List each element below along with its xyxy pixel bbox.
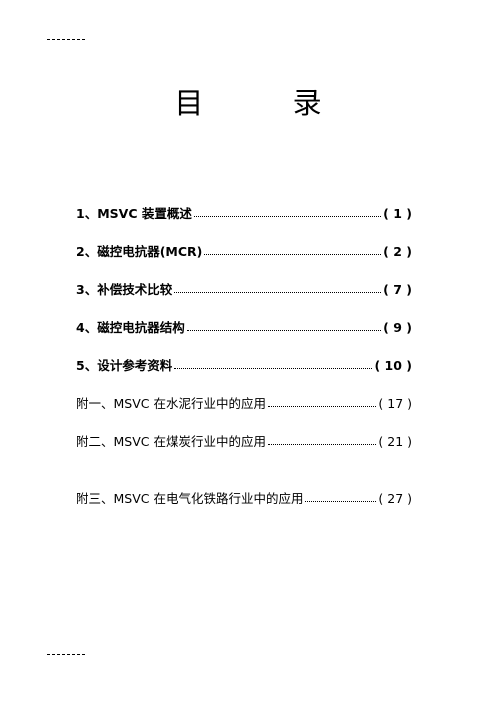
toc-entry-page: ( 2 ) (383, 244, 412, 259)
toc-entry-label: 5、设计参考资料 (76, 358, 173, 373)
toc-dot-leader (267, 443, 377, 445)
toc-dot-leader (174, 291, 382, 293)
toc-entry-page: ( 9 ) (383, 320, 412, 335)
toc-dot-leader (204, 253, 382, 255)
toc-entry-page: ( 21 ) (378, 434, 412, 449)
toc-entry-page: ( 27 ) (378, 491, 412, 506)
toc-entry-label: 附一、MSVC 在水泥行业中的应用 (76, 396, 266, 411)
toc-entry-label: 1、MSVC 装置概述 (76, 206, 192, 221)
toc-entry-label: 2、磁控电抗器(MCR) (76, 244, 203, 259)
toc-dot-leader (267, 405, 377, 407)
toc-entry-3[interactable]: 3、补偿技术比较 ( 7 ) (76, 279, 412, 297)
toc-entry-8[interactable]: 附三、MSVC 在电气化铁路行业中的应用 ( 27 ) (76, 488, 412, 506)
header-dashed-rule (47, 39, 85, 40)
toc-entry-label: 附三、MSVC 在电气化铁路行业中的应用 (76, 491, 304, 506)
page-title: 目 录 (174, 86, 362, 120)
toc-entry-5[interactable]: 5、设计参考资料 ( 10 ) (76, 355, 412, 373)
toc-entry-7[interactable]: 附二、MSVC 在煤炭行业中的应用 ( 21 ) (76, 431, 412, 449)
toc-entry-page: ( 17 ) (378, 396, 412, 411)
toc-dot-leader (305, 500, 377, 502)
toc-entry-label: 附二、MSVC 在煤炭行业中的应用 (76, 434, 266, 449)
footer-dashed-rule (47, 654, 85, 655)
toc-dot-leader (186, 329, 382, 331)
toc-dot-leader (193, 215, 382, 217)
toc-entry-4[interactable]: 4、磁控电抗器结构 ( 9 ) (76, 317, 412, 335)
toc-entry-page: ( 7 ) (383, 282, 412, 297)
toc-dot-leader (174, 367, 373, 369)
toc-entry-1[interactable]: 1、MSVC 装置概述 ( 1 ) (76, 203, 412, 221)
toc-entry-label: 4、磁控电抗器结构 (76, 320, 185, 335)
toc-entry-label: 3、补偿技术比较 (76, 282, 173, 297)
toc-entry-2[interactable]: 2、磁控电抗器(MCR) ( 2 ) (76, 241, 412, 259)
toc-entry-page: ( 10 ) (374, 358, 412, 373)
toc-entry-page: ( 1 ) (383, 206, 412, 221)
toc-entry-6[interactable]: 附一、MSVC 在水泥行业中的应用 ( 17 ) (76, 393, 412, 411)
